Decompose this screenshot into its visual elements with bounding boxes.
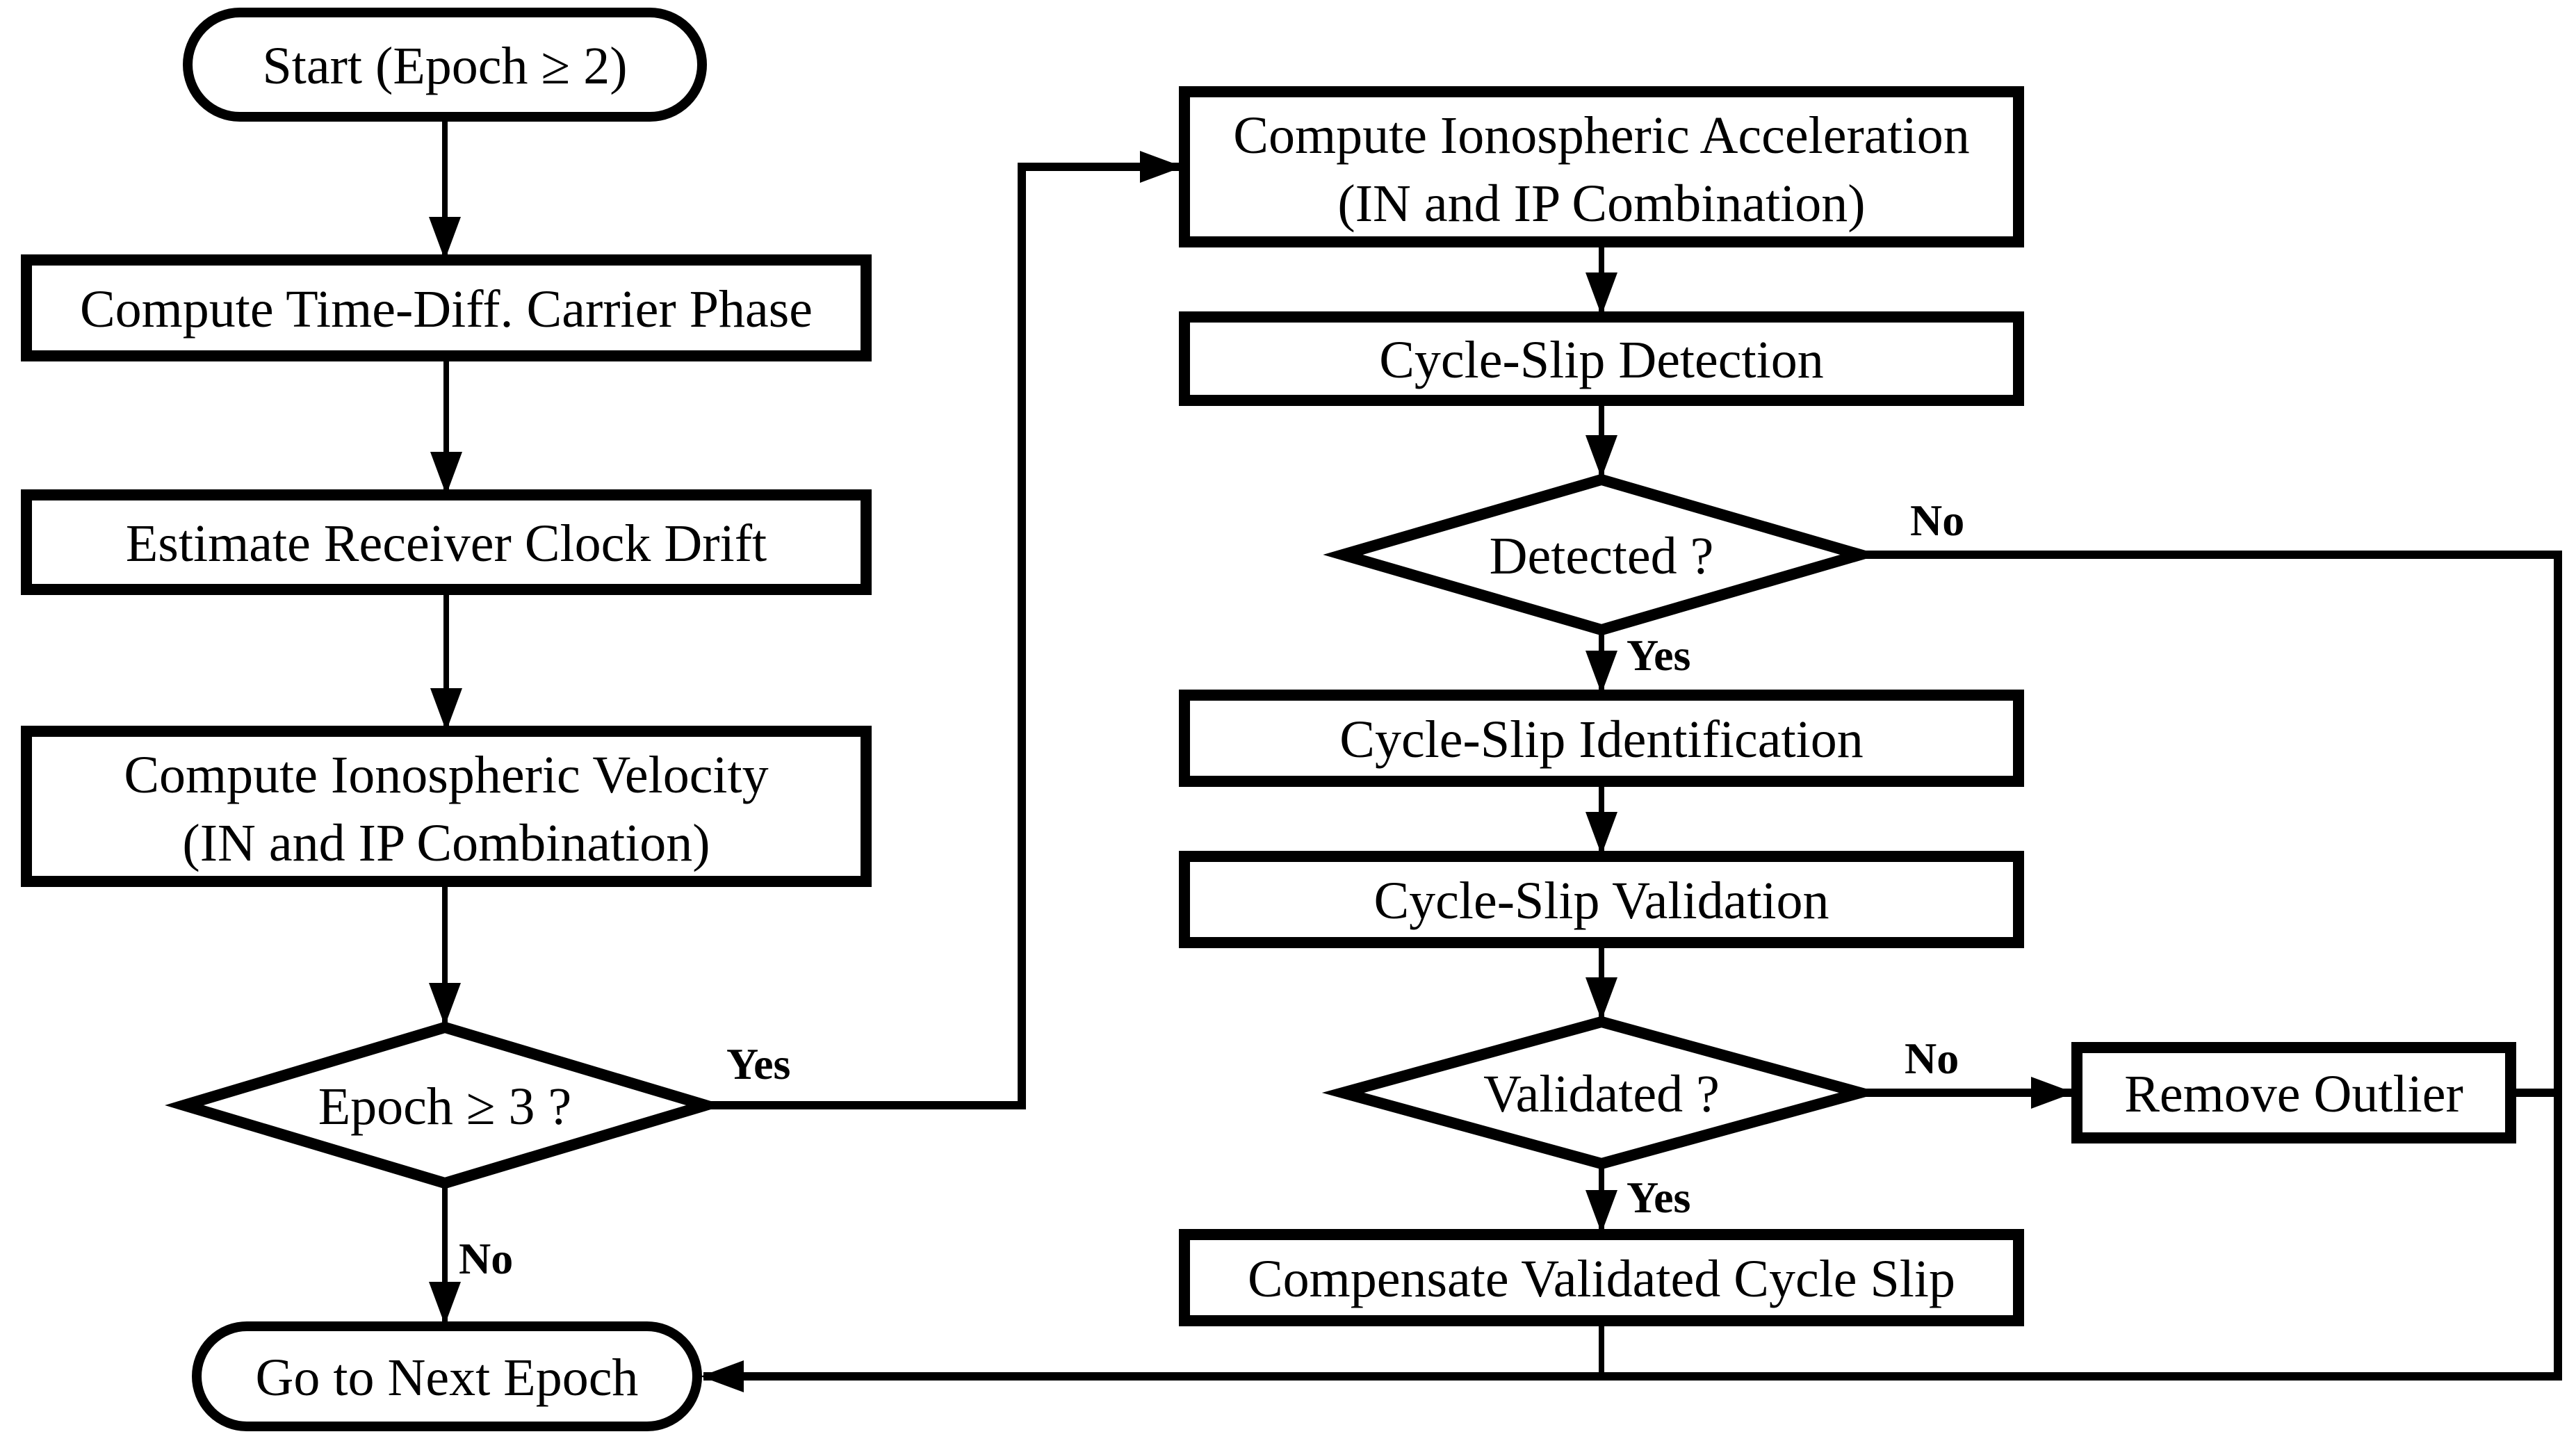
edge-label-validated-yes: Yes (1627, 1173, 1690, 1222)
node-epoch-check: Epoch ≥ 3 ? (165, 1021, 725, 1189)
node-cycle-slip-validation: Cycle-Slip Validation (1179, 851, 2024, 948)
node-remove-outlier: Remove Outlier (2071, 1042, 2516, 1143)
remove-outlier-shape (2071, 1042, 2516, 1143)
next-epoch-terminator-shape (192, 1321, 702, 1431)
start-terminator-shape (183, 8, 707, 122)
node-detected-check: Detected ? (1323, 473, 1880, 636)
iono-velocity-label-line1: Compute Ionospheric Velocity (124, 746, 768, 804)
node-iono-velocity: Compute Ionospheric Velocity (IN and IP … (21, 726, 872, 887)
iono-velocity-label-line2: (IN and IP Combination) (182, 814, 710, 872)
edge-label-epoch-yes: Yes (726, 1039, 790, 1089)
edge-label-detected-yes: Yes (1627, 630, 1690, 680)
epoch-check-label: Epoch ≥ 3 ? (318, 1077, 572, 1136)
iono-acceleration-label-line1: Compute Ionospheric Acceleration (1233, 106, 1969, 165)
node-compensate: Compensate Validated Cycle Slip (1179, 1229, 2024, 1326)
remove-outlier-label: Remove Outlier (2124, 1065, 2463, 1123)
epoch-check-diamond-shape (165, 1021, 725, 1189)
cycle-slip-validation-shape (1179, 851, 2024, 948)
compute-phase-shape (21, 254, 872, 361)
cycle-slip-identification-shape (1179, 690, 2024, 787)
validated-check-label: Validated ? (1483, 1065, 1720, 1123)
compensate-shape (1179, 1229, 2024, 1326)
node-cycle-slip-detection: Cycle-Slip Detection (1179, 311, 2024, 406)
iono-acceleration-shape (1179, 86, 2024, 247)
estimate-drift-shape (21, 489, 872, 595)
cycle-slip-validation-label: Cycle-Slip Validation (1373, 872, 1829, 930)
node-iono-acceleration: Compute Ionospheric Acceleration (IN and… (1179, 86, 2024, 247)
edge-detected-no-return-to-next-epoch (701, 551, 2562, 1392)
node-cycle-slip-identification: Cycle-Slip Identification (1179, 690, 2024, 787)
estimate-drift-label: Estimate Receiver Clock Drift (126, 514, 767, 573)
compensate-label: Compensate Validated Cycle Slip (1248, 1250, 1955, 1308)
iono-acceleration-label-line2: (IN and IP Combination) (1337, 174, 1865, 233)
detected-check-label: Detected ? (1490, 527, 1714, 585)
detected-check-diamond-shape (1323, 473, 1880, 636)
next-epoch-label: Go to Next Epoch (256, 1349, 639, 1407)
cycle-slip-detection-label: Cycle-Slip Detection (1379, 331, 1824, 389)
compute-phase-label: Compute Time-Diff. Carrier Phase (80, 280, 813, 339)
node-compute-phase: Compute Time-Diff. Carrier Phase (21, 254, 872, 361)
edge-label-validated-no: No (1905, 1034, 1959, 1083)
start-label: Start (Epoch ≥ 2) (262, 37, 627, 95)
edge-label-detected-no: No (1910, 496, 1964, 545)
validated-check-diamond-shape (1321, 1016, 1882, 1170)
node-estimate-drift: Estimate Receiver Clock Drift (21, 489, 872, 595)
edge-label-epoch-no: No (459, 1234, 513, 1283)
cycle-slip-identification-label: Cycle-Slip Identification (1339, 710, 1863, 769)
node-validated-check: Validated ? (1321, 1016, 1882, 1170)
iono-velocity-shape (21, 726, 872, 887)
node-next-epoch: Go to Next Epoch (192, 1321, 702, 1431)
node-start: Start (Epoch ≥ 2) (183, 8, 707, 122)
edge-epoch-check-yes-to-iono-acceleration (706, 151, 1183, 1109)
cycle-slip-detection-shape (1179, 311, 2024, 406)
